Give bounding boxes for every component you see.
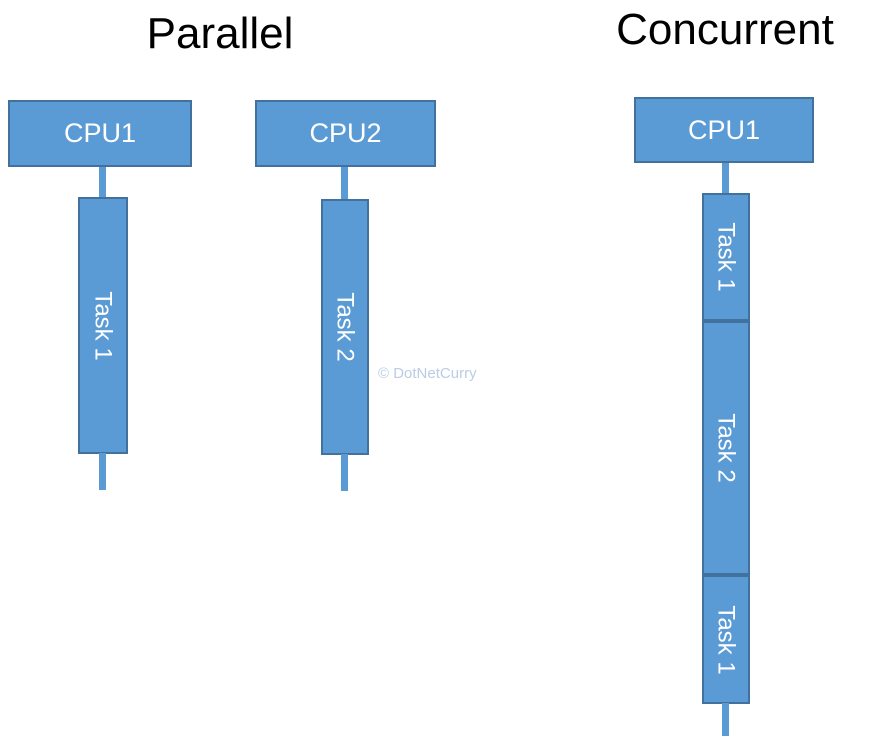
section-title-parallel: Parallel [146, 9, 294, 58]
task-bar-label: Task 1 [713, 222, 740, 292]
cpu-box-label: CPU1 [63, 118, 137, 148]
task-bar-label: Task 1 [90, 290, 117, 361]
cpu-box-parallel-cpu2: CPU2 [255, 100, 436, 167]
connector-line-parallel-cpu1-bottom [99, 453, 106, 490]
connector-line-parallel-cpu1-top [99, 167, 106, 198]
section-title-concurrent: Concurrent [616, 5, 834, 54]
task-bar-parallel-cpu1-task1: Task 1 [78, 197, 128, 454]
connector-line-parallel-cpu2-top [341, 167, 348, 200]
task-bar-label: Task 2 [332, 292, 359, 362]
task-bar-concurrent-segment-1: Task 1 [702, 193, 750, 321]
cpu-box-label: CPU1 [687, 114, 761, 145]
connector-line-concurrent-cpu1-top [722, 163, 729, 194]
task-bar-label: Task 2 [713, 413, 740, 483]
task-bar-concurrent-segment-3: Task 1 [702, 575, 750, 704]
cpu-box-parallel-cpu1: CPU1 [8, 100, 192, 167]
cpu-box-label: CPU2 [309, 118, 382, 148]
connector-line-concurrent-cpu1-bottom [722, 703, 729, 736]
task-bar-parallel-cpu2-task2: Task 2 [321, 199, 369, 455]
cpu-box-concurrent-cpu1: CPU1 [634, 97, 814, 163]
watermark-text: © DotNetCurry [378, 365, 477, 382]
connector-line-parallel-cpu2-bottom [341, 454, 348, 491]
task-bar-label: Task 1 [713, 604, 740, 675]
task-bar-concurrent-segment-2: Task 2 [702, 321, 750, 575]
